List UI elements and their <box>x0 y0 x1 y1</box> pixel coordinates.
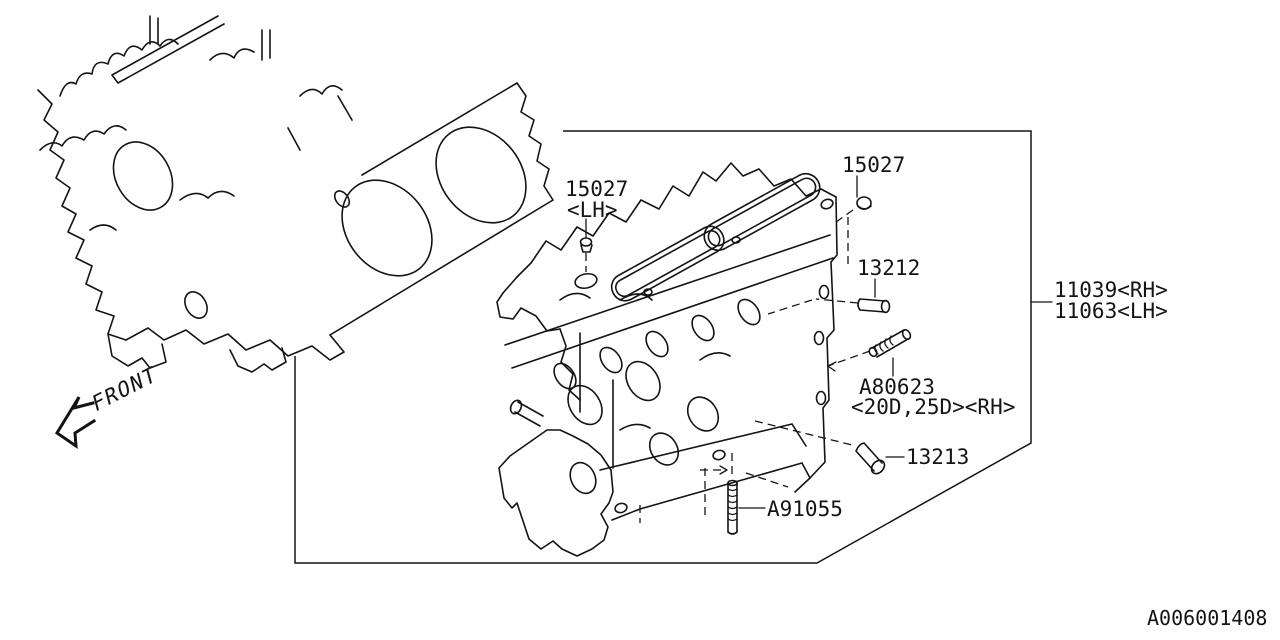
a91055-arrowhead <box>719 465 728 475</box>
cylinder-head-art <box>496 162 838 557</box>
label-a80623-line1: A80623 <box>859 375 935 399</box>
label-11039-rh: 11039<RH> <box>1054 278 1168 302</box>
leader-lines <box>585 175 1053 509</box>
stud-a80623-part <box>868 329 912 358</box>
engine-block-art <box>37 15 554 373</box>
dowel-13213-part <box>855 442 886 475</box>
label-11063-lh: 11063<LH> <box>1054 299 1168 323</box>
drawing-code: A006001408 <box>1147 606 1267 630</box>
label-15027-rh: 15027 <box>842 153 905 177</box>
a80623-arrowhead <box>827 361 837 372</box>
stud-a91055-part <box>727 479 738 535</box>
hidden-dash-lines <box>585 209 871 523</box>
label-15027-lh-line1: 15027 <box>565 177 628 201</box>
front-arrow-icon <box>54 396 97 450</box>
label-15027-lh-line2: <LH> <box>567 198 618 222</box>
callout-boundary <box>294 130 1032 564</box>
plug-lh-part <box>579 237 593 253</box>
label-13212: 13212 <box>857 256 920 280</box>
dowel-13212-part <box>857 298 891 314</box>
front-label: FRONT <box>90 361 160 417</box>
part-icons <box>579 196 912 535</box>
label-a91055: A91055 <box>767 497 843 521</box>
label-13213: 13213 <box>906 445 969 469</box>
label-a80623-line2: <20D,25D><RH> <box>851 395 1015 419</box>
plug-rh-part <box>856 196 872 210</box>
